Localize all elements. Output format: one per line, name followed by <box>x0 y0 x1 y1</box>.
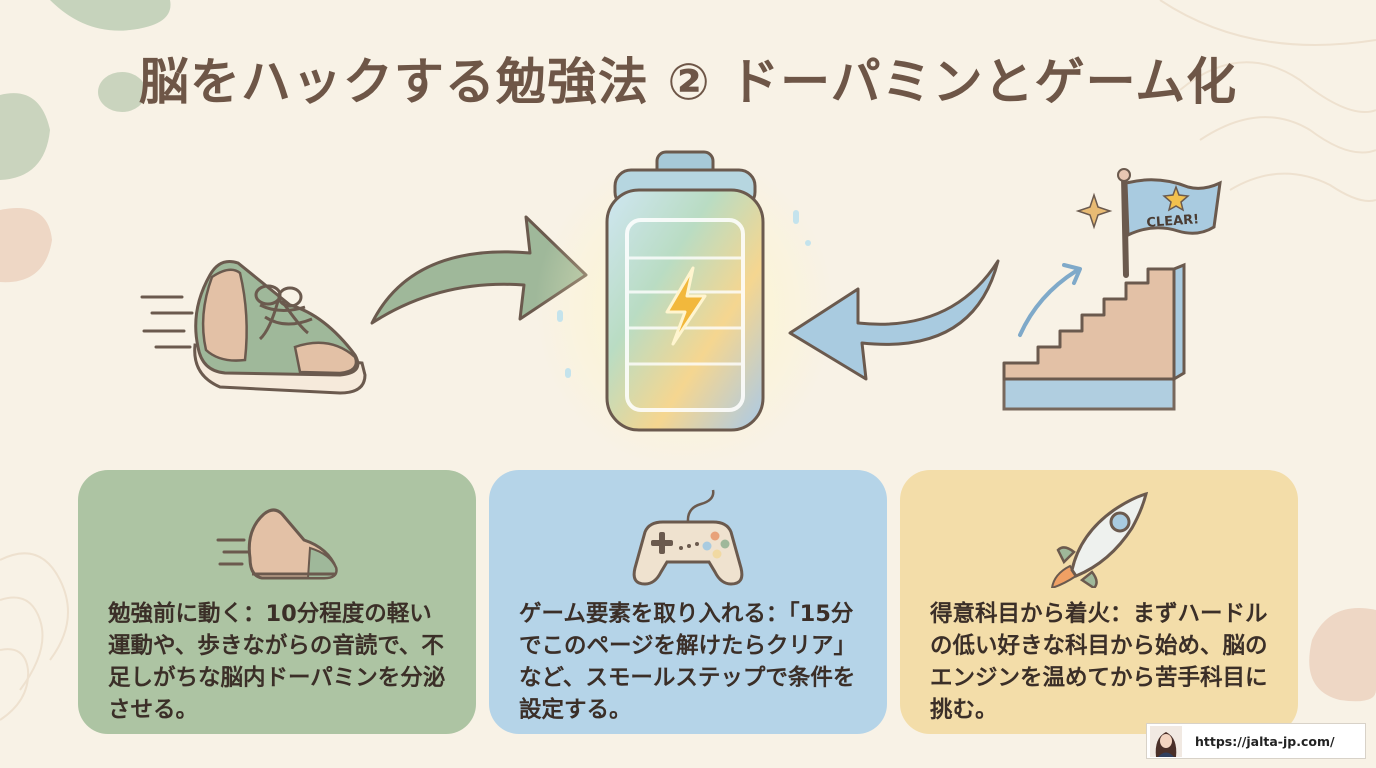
dopamine-battery-illustration <box>535 150 835 460</box>
arrow-from-stairs <box>788 259 1000 381</box>
staircase-front <box>1002 377 1176 411</box>
flag-text: CLEAR! <box>1146 212 1200 231</box>
shoelace-end <box>280 300 309 335</box>
up-arrow-icon <box>1018 269 1078 337</box>
card-text: 勉強前に動く：10分程度の軽い運動や、歩きながらの音読で、不足しがちな脳内ドーパ… <box>108 601 446 723</box>
bg-contour-line <box>1159 0 1376 46</box>
arrow-to-battery <box>370 215 588 325</box>
sneaker-icon <box>216 508 338 580</box>
game-controller-icon <box>632 489 744 586</box>
bg-blob-green-left <box>0 93 50 180</box>
bg-contour-line <box>1179 61 1376 113</box>
sparkle <box>557 310 563 322</box>
rocket-icon <box>1050 491 1149 588</box>
bg-blob-green-top-left <box>50 0 171 31</box>
staircase-side <box>1172 262 1186 382</box>
card-text: ゲーム要素を取り入れる：「15分でこのページを解けたらクリア」など、スモールステ… <box>519 601 857 723</box>
bg-contour-line <box>1229 172 1376 202</box>
arrow-shape-blue <box>788 259 1000 381</box>
shoelace <box>259 303 306 312</box>
bg-blob-peach-right <box>1309 608 1376 702</box>
arrow-shape-green <box>370 215 588 325</box>
bg-contour-line <box>0 596 44 691</box>
shoelace-loop <box>277 286 303 308</box>
bg-contour-line <box>0 552 69 661</box>
sparkle <box>565 368 571 378</box>
page-title: 脳をハックする勉強法 ② ドーパミンとゲーム化 <box>138 53 1238 111</box>
up-arrow-head <box>1062 263 1082 285</box>
bg-contour-line <box>1199 116 1376 154</box>
card-text: 得意科目から着火：まずハードルの低い好きな科目から始め、脳のエンジンを温めてから… <box>930 601 1268 723</box>
avatar <box>1150 726 1182 757</box>
bg-contour-line <box>0 648 30 721</box>
shoelace <box>264 315 313 326</box>
flag-pole-top <box>1117 168 1131 182</box>
clear-stairs-illustration: CLEAR! <box>1002 168 1222 411</box>
shoe-toe-patch <box>293 341 358 375</box>
running-shoe-illustration <box>140 260 367 395</box>
flag-star-icon <box>1162 184 1190 212</box>
staircase <box>1002 267 1176 381</box>
footer-url-box: https://jalta-jp.com/ <box>1146 723 1366 759</box>
lightning-bolt-icon <box>665 266 707 346</box>
bg-blob-green-small <box>98 72 146 112</box>
footer-url: https://jalta-jp.com/ <box>1195 734 1335 749</box>
sparkle <box>805 240 811 246</box>
card-favorite-subject: 得意科目から着火：まずハードルの低い好きな科目から始め、脳のエンジンを温めてから… <box>900 470 1298 734</box>
shoe-heel-patch <box>201 268 248 362</box>
battery-inner-frame <box>625 218 745 412</box>
bg-blob-peach-left <box>0 208 52 283</box>
flag-pole <box>1121 174 1129 278</box>
shoelace-end <box>258 300 280 341</box>
card-exercise: 勉強前に動く：10分程度の軽い運動や、歩きながらの音読で、不足しがちな脳内ドーパ… <box>78 470 476 734</box>
card-game: ゲーム要素を取り入れる：「15分でこのページを解けたらクリア」など、スモールステ… <box>489 470 887 734</box>
star-sparkle-icon <box>1075 192 1113 230</box>
sparkle <box>793 210 799 224</box>
